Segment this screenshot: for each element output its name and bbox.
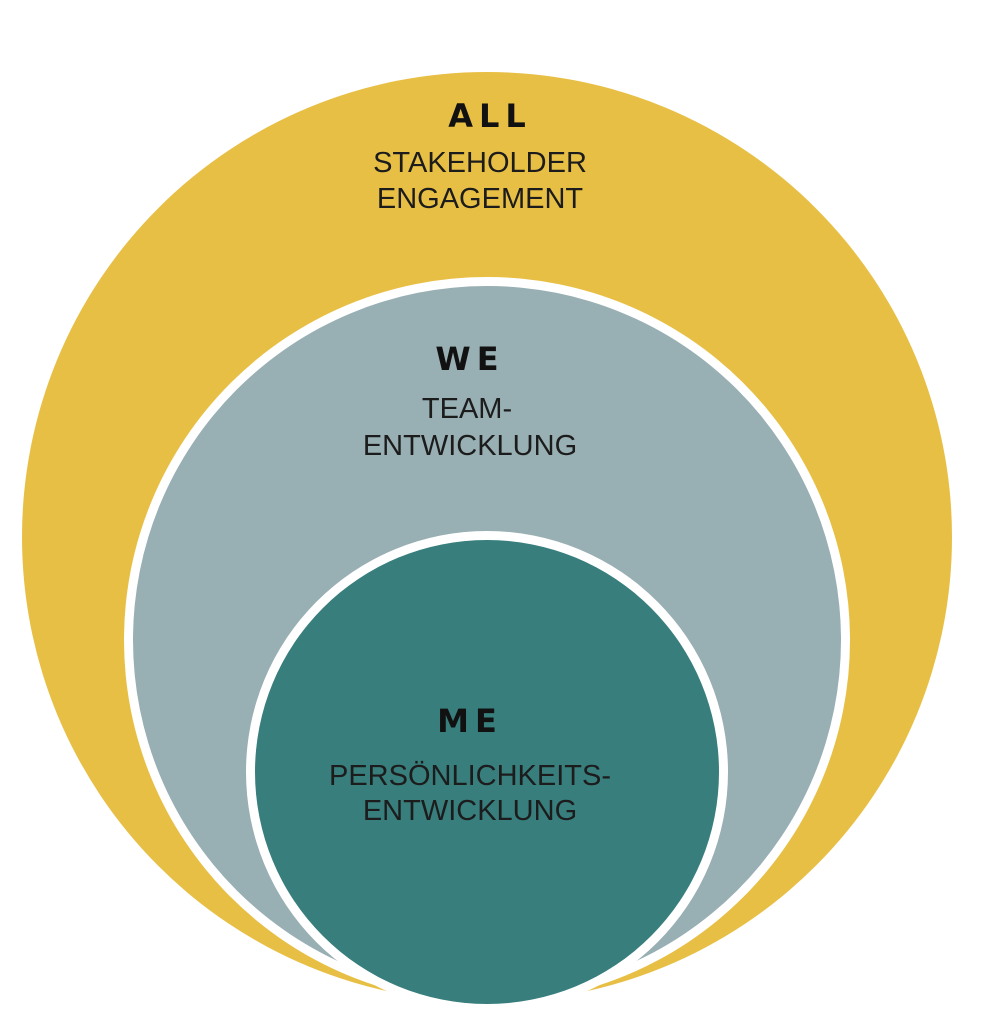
all-subtitle-line2: ENGAGEMENT xyxy=(377,183,584,215)
all-heading: ALL xyxy=(448,97,532,135)
we-subtitle-line1: TEAM- xyxy=(422,393,512,425)
we-subtitle-line2: ENTWICKLUNG xyxy=(363,430,577,462)
we-heading: WE xyxy=(435,340,504,378)
me-heading: ME xyxy=(437,702,503,740)
all-subtitle-line1: STAKEHOLDER xyxy=(373,147,587,179)
me-subtitle-line2: ENTWICKLUNG xyxy=(363,795,577,827)
me-subtitle-line1: PERSÖNLICHKEITS- xyxy=(329,760,611,792)
circle-me xyxy=(255,540,719,1004)
